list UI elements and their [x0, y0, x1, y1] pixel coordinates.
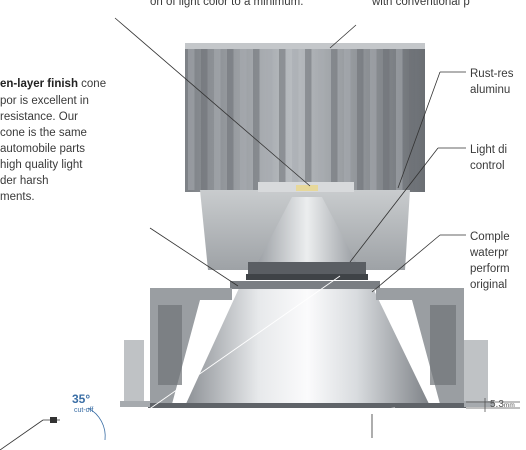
left-callout-bold: en-layer finish: [0, 78, 78, 90]
left-callout-line: high quality light: [0, 159, 83, 171]
angle-indicator: [0, 407, 106, 450]
left-callout-line1: cone: [77, 78, 107, 90]
dimension-marker: [466, 398, 520, 412]
light-control-lens: [246, 197, 368, 280]
cutoff-angle-value: 35°: [72, 392, 91, 406]
callout-line: Rust-res: [470, 68, 514, 80]
left-callout-line: ments.: [0, 191, 35, 203]
callout-line: control: [470, 160, 505, 172]
heatsink-fin: [227, 48, 234, 190]
bottom-flange: [120, 401, 494, 408]
callout-line: original: [470, 279, 508, 291]
leader-lines: [114, 17, 466, 438]
heatsink-fin: [279, 48, 286, 190]
dimension-unit: mm: [503, 402, 515, 409]
heatsink-fin: [292, 48, 299, 190]
heatsink-fin: [383, 48, 390, 190]
left-callout-line: cone is the same: [0, 127, 87, 139]
left-callout-line: resistance. Our: [0, 111, 78, 123]
left-callout-line: automobile parts: [0, 143, 86, 155]
callout-line: aluminu: [470, 84, 511, 96]
heatsink: [185, 43, 425, 192]
left-callout: en-layer finish cone: [0, 77, 106, 92]
heatsink-fin: [331, 48, 338, 190]
cutoff-angle-caption: cut-off: [74, 407, 94, 414]
heatsink-fin: [253, 48, 260, 190]
heatsink-fin: [188, 48, 195, 190]
heatsink-fin: [409, 48, 416, 190]
top-left-text: on of light color to a minimum.: [150, 0, 304, 8]
left-callout-line: por is excellent in: [0, 95, 89, 107]
callout-line: perform: [470, 263, 510, 275]
dimension-value: 5.3: [490, 399, 504, 410]
dimension-label: 5.3mm: [490, 399, 515, 410]
heatsink-fins: [188, 48, 416, 190]
heatsink-fin: [214, 48, 221, 190]
heatsink-fin: [201, 48, 208, 190]
heatsink-fin: [344, 48, 351, 190]
callout-line: waterpr: [470, 247, 509, 259]
heatsink-fin: [318, 48, 325, 190]
heatsink-fin: [240, 48, 247, 190]
heatsink-fin: [266, 48, 273, 190]
heatsink-fin: [370, 48, 377, 190]
heatsink-fin: [357, 48, 364, 190]
trim-brackets: [124, 288, 488, 404]
callout-line: Comple: [470, 231, 510, 243]
callout-line: Light di: [470, 144, 508, 156]
top-right-text: with conventional p: [372, 0, 470, 8]
left-callout-line: der harsh: [0, 175, 49, 187]
cutoff-angle-lines: [104, 275, 396, 441]
reflector-cone: [185, 281, 430, 406]
heatsink-fin: [396, 48, 403, 190]
heatsink-fin: [305, 48, 312, 190]
